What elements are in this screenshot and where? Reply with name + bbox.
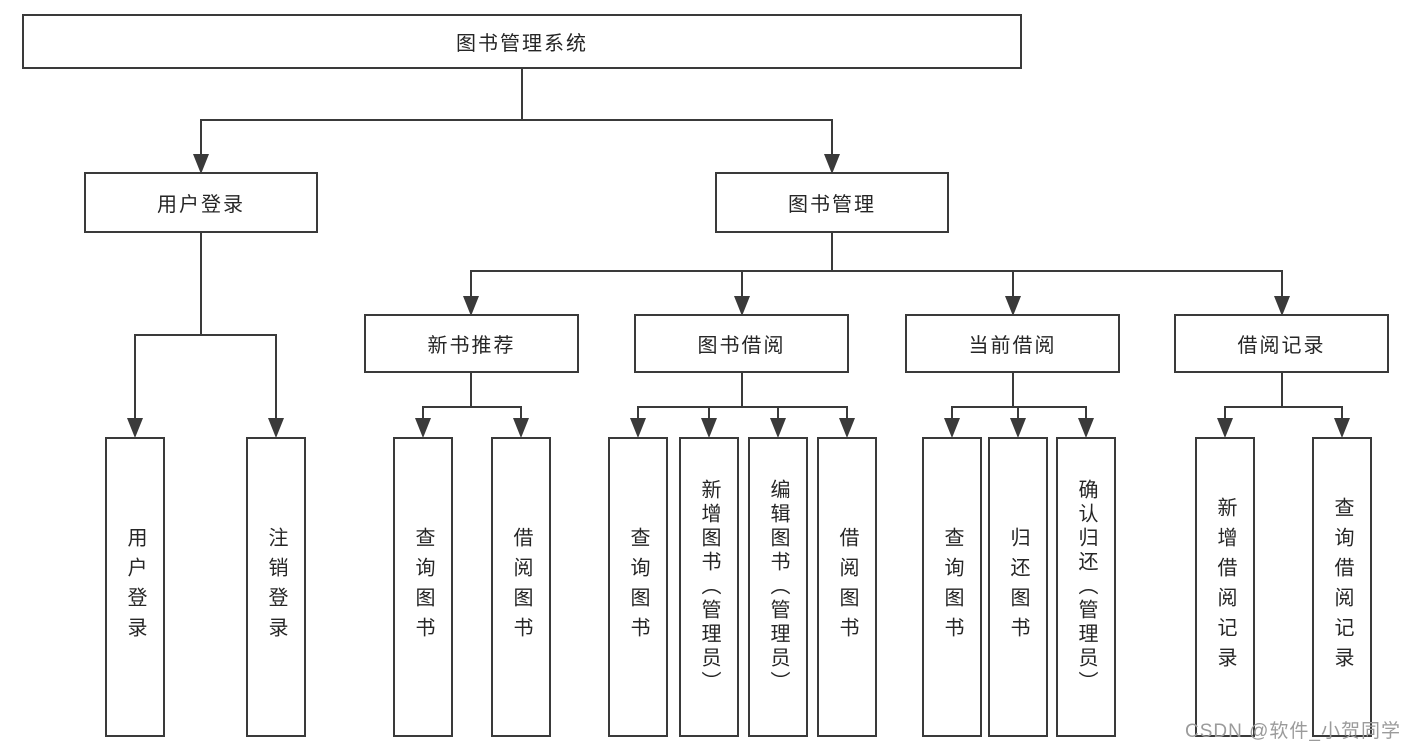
leaf-borrow-books-recommend: 借阅图书	[491, 437, 551, 737]
node-book-management: 图书管理	[715, 172, 949, 233]
node-label: 图书管理系统	[456, 33, 588, 55]
node-label: 用户登录	[157, 194, 245, 216]
leaf-user-login: 用户登录	[105, 437, 165, 737]
node-book-borrowing: 图书借阅	[634, 314, 849, 373]
leaf-label: 查询借阅记录	[1331, 497, 1353, 677]
leaf-label: 归还图书	[1007, 527, 1029, 647]
leaf-label: 确认归还（管理员）	[1075, 479, 1097, 695]
node-label: 借阅记录	[1237, 335, 1326, 357]
csdn-watermark: CSDN @软件_小贺同学	[1185, 721, 1401, 742]
leaf-label: 新增图书（管理员）	[698, 479, 720, 695]
leaf-return-book: 归还图书	[988, 437, 1048, 737]
leaf-add-borrow-record: 新增借阅记录	[1195, 437, 1255, 737]
node-label: 新书推荐	[427, 335, 516, 357]
node-borrowing-records: 借阅记录	[1174, 314, 1389, 373]
node-label: 图书管理	[788, 194, 876, 216]
leaf-query-borrow-record: 查询借阅记录	[1312, 437, 1372, 737]
leaf-query-books-borrowing: 查询图书	[608, 437, 668, 737]
leaf-query-books-current: 查询图书	[922, 437, 982, 737]
leaf-confirm-return-admin: 确认归还（管理员）	[1056, 437, 1116, 737]
leaf-label: 注销登录	[265, 527, 287, 647]
leaf-logout: 注销登录	[246, 437, 306, 737]
node-user-login: 用户登录	[84, 172, 318, 233]
leaf-label: 新增借阅记录	[1214, 497, 1236, 677]
leaf-query-books-recommend: 查询图书	[393, 437, 453, 737]
leaf-borrow-books-borrowing: 借阅图书	[817, 437, 877, 737]
leaf-label: 借阅图书	[510, 527, 532, 647]
node-library-management-system: 图书管理系统	[22, 14, 1022, 69]
node-label: 当前借阅	[968, 335, 1057, 357]
leaf-label: 借阅图书	[836, 527, 858, 647]
leaf-label: 查询图书	[941, 527, 963, 647]
leaf-label: 编辑图书（管理员）	[767, 479, 789, 695]
leaf-add-book-admin: 新增图书（管理员）	[679, 437, 739, 737]
leaf-label: 查询图书	[627, 527, 649, 647]
node-label: 图书借阅	[697, 335, 786, 357]
leaf-label: 查询图书	[412, 527, 434, 647]
node-current-borrowing: 当前借阅	[905, 314, 1120, 373]
leaf-edit-book-admin: 编辑图书（管理员）	[748, 437, 808, 737]
leaf-label: 用户登录	[124, 527, 146, 647]
node-new-book-recommend: 新书推荐	[364, 314, 579, 373]
